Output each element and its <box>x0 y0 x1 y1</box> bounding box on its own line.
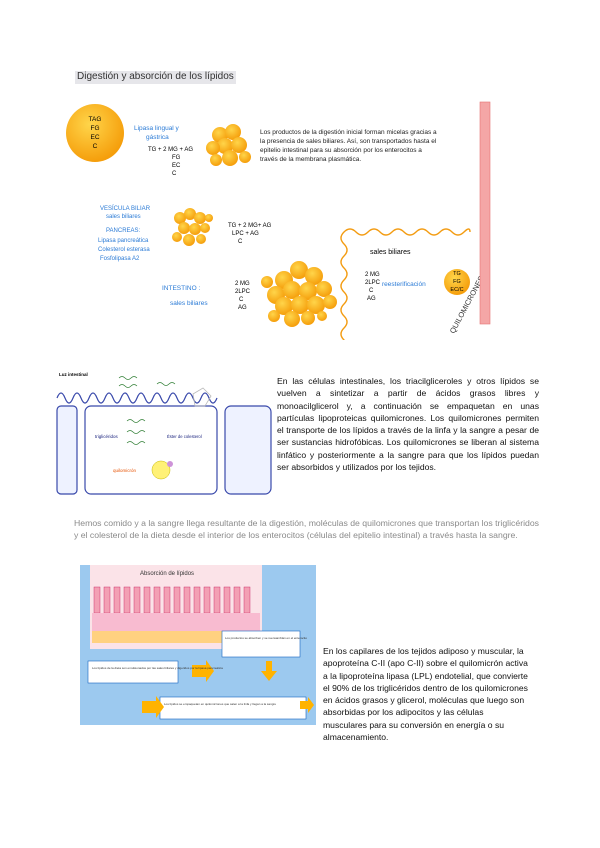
quilomicron-label: quilomicrón <box>113 468 137 473</box>
micelle-cluster <box>261 261 337 327</box>
cell-product: AG <box>367 296 376 302</box>
info-box-2-text: Los productos se absorben y se reensambl… <box>225 636 307 640</box>
sales-biliares-label: sales biliares <box>106 214 141 220</box>
lipid-droplet <box>66 104 124 162</box>
vesicula-label: VESÍCULA BILIAR <box>100 205 151 212</box>
pancreas-enzyme: Colesterol esterasa <box>98 247 150 253</box>
paragraph-enterocytes: En las células intestinales, los triacil… <box>277 375 539 473</box>
products-bottom-line: C <box>239 297 244 303</box>
products-bottom-line: 2 MG <box>235 281 250 287</box>
luz-label: Luz intestinal <box>59 372 88 377</box>
lymph-vessel <box>480 102 490 324</box>
chylo-line: EC/C <box>450 287 463 293</box>
cell-product: 2LPC <box>365 280 381 286</box>
pancreas-enzyme: Fosfolipasa A2 <box>100 256 140 262</box>
info-box-3-text: Los lípidos se empaquetan en quilomicron… <box>164 702 276 706</box>
lipasa-label-2: gástrica <box>146 134 169 141</box>
info-box-1-text: Los lípidos de la dieta son emulsionados… <box>92 666 223 670</box>
reesterificacion-label: reesterificación <box>382 281 426 288</box>
cell-left <box>57 406 77 494</box>
small-droplets <box>206 124 251 166</box>
droplet-line: EC <box>90 134 99 141</box>
products-line: EC <box>172 163 181 169</box>
bile-text: Los productos de la digestión inicial fo… <box>260 129 439 163</box>
products-line: C <box>172 171 177 177</box>
info-box-2 <box>222 631 300 657</box>
intestino-label: INTESTINO : <box>162 285 200 292</box>
colesterol-label: Éster de colesterol <box>167 434 202 439</box>
enterocyte-diagram: Luz intestinal triglicéridos Éster de co… <box>53 366 275 498</box>
info-box-3 <box>160 697 306 719</box>
products-mid-line: LPC + AG <box>232 231 259 237</box>
products-top: TG + 2 MG + AG <box>148 147 193 153</box>
products-mid: TG + 2 MG+ AG <box>228 223 272 229</box>
cell-product: 2 MG <box>365 272 380 278</box>
cell-product: C <box>369 288 374 294</box>
paragraph-summary: Hemos comido y a la sangre llega resulta… <box>74 517 544 542</box>
chylo-line: TG <box>453 271 461 277</box>
mucosa-band <box>92 613 260 631</box>
absorption-diagram: Absorción de lípidos Los lípidos de la d… <box>80 565 316 725</box>
products-bottom-line: AG <box>238 305 247 311</box>
lipasa-label: Lipasa lingual y <box>134 125 180 132</box>
page-title: Digestión y absorción de los lípidos <box>75 71 236 84</box>
mid-droplets <box>172 208 213 246</box>
paragraph-capillaries: En los capilares de los tejidos adiposo … <box>323 645 529 743</box>
chylo-line: FG <box>453 279 461 285</box>
droplet-line: TAG <box>89 116 102 123</box>
absorption-title: Absorción de lípidos <box>140 571 194 577</box>
cell-right <box>225 406 271 494</box>
products-bottom-line: 2LPC <box>235 289 251 295</box>
products-mid-line: C <box>238 239 243 245</box>
products-line: FG <box>172 155 181 161</box>
droplet-line: FG <box>90 125 99 132</box>
info-box-1 <box>88 661 178 683</box>
cell-sales: sales biliares <box>370 249 411 256</box>
apoprotein <box>167 461 173 467</box>
pancreas-label: PANCREAS: <box>106 228 141 234</box>
intestino-sales: sales biliares <box>170 300 208 307</box>
digestion-diagram: TAG FG EC C Lipasa lingual y gástrica TG… <box>62 90 538 340</box>
droplet-line: C <box>93 143 98 150</box>
pancreas-enzyme: Lipasa pancreática <box>98 238 149 244</box>
trigliceridos-label: triglicéridos <box>95 434 119 439</box>
cell-center <box>85 406 217 494</box>
